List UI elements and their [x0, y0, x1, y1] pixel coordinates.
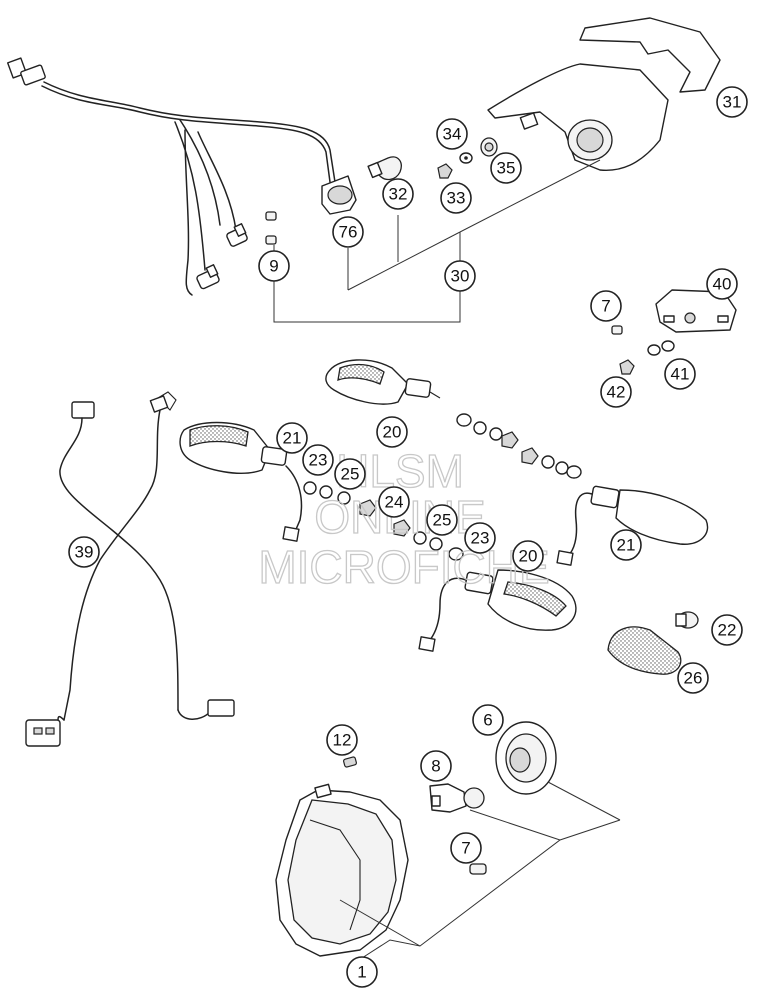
- parking-bulb: [469, 863, 487, 875]
- bulb-socket-upper: [226, 223, 248, 247]
- svg-text:21: 21: [617, 536, 636, 555]
- bulb-small-pair: [265, 211, 277, 245]
- tail-light-cover: [579, 17, 721, 93]
- callout-42: 42: [600, 376, 632, 408]
- callout-23-left: 23: [302, 444, 334, 476]
- callout-9: 9: [258, 250, 290, 282]
- svg-text:31: 31: [723, 93, 742, 112]
- headlight-bulb-h4: [429, 783, 485, 813]
- svg-text:35: 35: [497, 159, 516, 178]
- svg-text:25: 25: [433, 511, 452, 530]
- svg-text:7: 7: [461, 839, 470, 858]
- callout-23-right: 23: [464, 522, 496, 554]
- watermark-line3: MICROFICHE: [258, 541, 549, 593]
- callout-35: 35: [490, 152, 522, 184]
- svg-text:26: 26: [684, 669, 703, 688]
- svg-text:40: 40: [713, 275, 732, 294]
- turn-signal-rear-right: [418, 569, 577, 652]
- tail-bulb: [367, 156, 402, 181]
- callout-21-left: 21: [276, 422, 308, 454]
- callout-76: 76: [332, 216, 364, 248]
- callout-8: 8: [420, 750, 452, 782]
- headlight-screw: [343, 756, 357, 768]
- svg-text:34: 34: [443, 125, 462, 144]
- svg-text:20: 20: [519, 547, 538, 566]
- callout-24: 24: [378, 486, 410, 518]
- svg-text:33: 33: [447, 189, 466, 208]
- washer-pair-plate: [647, 340, 675, 356]
- callout-12: 12: [326, 724, 358, 756]
- nut-plate: [619, 359, 635, 375]
- svg-text:76: 76: [339, 223, 358, 242]
- headlight-housing: [275, 783, 409, 957]
- callout-20-upper: 20: [376, 416, 408, 448]
- grommet: [480, 137, 498, 157]
- svg-text:22: 22: [718, 621, 737, 640]
- svg-text:12: 12: [333, 731, 352, 750]
- callout-1: 1: [346, 956, 378, 988]
- license-plate-lamp: [655, 289, 737, 333]
- svg-text:6: 6: [483, 711, 492, 730]
- callout-39: 39: [68, 536, 100, 568]
- turn-signal-washers: [303, 413, 582, 561]
- svg-text:23: 23: [471, 529, 490, 548]
- turn-signal-front-left: [179, 421, 303, 542]
- callout-25-right: 25: [426, 504, 458, 536]
- callout-25-left: 25: [334, 458, 366, 490]
- svg-text:23: 23: [309, 451, 328, 470]
- svg-text:42: 42: [607, 383, 626, 402]
- bulb-socket-lower: [196, 264, 220, 290]
- callout-30: 30: [444, 260, 476, 292]
- svg-text:20: 20: [383, 423, 402, 442]
- turn-signal-lens: [607, 626, 682, 675]
- svg-text:24: 24: [385, 493, 404, 512]
- svg-text:8: 8: [431, 757, 440, 776]
- turn-signal-rear-left: [325, 359, 441, 405]
- callout-40: 40: [706, 268, 738, 300]
- svg-text:41: 41: [671, 365, 690, 384]
- nut-small: [437, 163, 453, 179]
- svg-text:25: 25: [341, 465, 360, 484]
- svg-text:30: 30: [451, 267, 470, 286]
- headlight-leaders: [339, 781, 621, 959]
- harness-leaders: [273, 159, 601, 323]
- watermark: HLSM ONLINE MICROFICHE: [258, 444, 551, 593]
- svg-text:32: 32: [389, 185, 408, 204]
- svg-text:7: 7: [601, 297, 610, 316]
- svg-text:9: 9: [269, 257, 278, 276]
- callout-20-lower: 20: [512, 540, 544, 572]
- svg-text:39: 39: [75, 543, 94, 562]
- turn-signal-harness: [25, 391, 235, 747]
- svg-text:1: 1: [357, 963, 366, 982]
- callout-7-headlight: 7: [450, 832, 482, 864]
- callout-6: 6: [472, 704, 504, 736]
- turn-signal-bulb: [675, 611, 699, 629]
- rear-wiring-harness: [6, 57, 336, 296]
- callout-41: 41: [664, 358, 696, 390]
- tail-lamp-socket: [321, 175, 357, 215]
- callout-32: 32: [382, 178, 414, 210]
- callout-31: 31: [716, 86, 748, 118]
- bulb-plate-lamp: [611, 325, 623, 335]
- turn-signal-front-right: [556, 485, 709, 566]
- washer-small: [459, 152, 473, 164]
- callout-7-plate: 7: [590, 290, 622, 322]
- callout-33: 33: [440, 182, 472, 214]
- callout-34: 34: [436, 118, 468, 150]
- tail-light-housing: [487, 63, 669, 172]
- callout-22: 22: [711, 614, 743, 646]
- callout-21-right: 21: [610, 529, 642, 561]
- callout-26: 26: [677, 662, 709, 694]
- svg-text:21: 21: [283, 429, 302, 448]
- headlight-dust-cap: [495, 721, 557, 795]
